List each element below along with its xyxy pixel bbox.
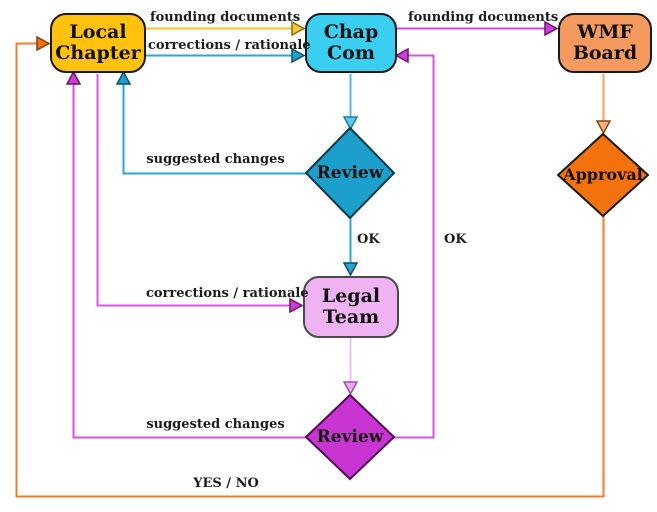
arrowhead-into-local-chapter-magenta <box>65 70 82 85</box>
node-local-chapter: Local Chapter <box>50 13 146 73</box>
node-legal-team-label-line2: Team <box>322 306 380 328</box>
node-legal-team-label-line1: Legal <box>321 284 381 307</box>
node-local-chapter-label-line2: Chapter <box>55 42 141 64</box>
node-wmf-board-label-line1: WMF <box>577 20 633 43</box>
arrowhead-into-local-chapter-teal <box>115 70 132 85</box>
arrowhead-into-local-chapter-orange <box>36 35 51 52</box>
node-legal-team: Legal Team <box>303 276 399 338</box>
edge-label-founding-documents-2: founding documents <box>408 10 559 25</box>
node-review-chapcom-label: Review <box>316 163 384 183</box>
edge-label-corrections-rationale-2: corrections / rationale <box>146 286 309 301</box>
edge-label-founding-documents-1: founding documents <box>150 10 301 25</box>
edge-review2-ok-to-chapcom <box>394 54 435 439</box>
arrowhead-into-legal-team-top <box>342 262 359 277</box>
node-approval-label: Approval <box>563 165 643 184</box>
edge-label-suggested-changes-1: suggested changes <box>146 152 285 167</box>
node-chap-com-label-line2: Com <box>327 42 375 64</box>
edge-review-suggested-changes <box>122 84 306 175</box>
edge-label-ok-1: OK <box>357 232 380 247</box>
node-review-chapcom-diamond <box>304 126 396 220</box>
node-approval-diamond <box>556 132 650 218</box>
arrowhead-into-review1 <box>342 116 359 131</box>
node-chap-com: Chap Com <box>305 13 397 73</box>
node-review-legal-diamond <box>304 393 396 481</box>
arrowhead-into-legal-team-left <box>289 297 304 314</box>
edge-label-ok-2: OK <box>444 232 467 247</box>
node-local-chapter-label-line1: Local <box>69 20 127 43</box>
arrowhead-into-approval <box>595 120 612 135</box>
node-wmf-board: WMF Board <box>558 13 652 73</box>
arrowhead-into-wmf <box>544 20 559 37</box>
node-chap-com-label-line1: Chap <box>323 20 379 43</box>
edge-label-yes-no: YES / NO <box>193 476 259 491</box>
edge-corrections-rationale-to-legal <box>96 74 290 307</box>
edge-label-suggested-changes-2: suggested changes <box>146 417 285 432</box>
edge-approval-yes-no <box>15 42 605 498</box>
edge-label-corrections-rationale-1: corrections / rationale <box>148 38 311 53</box>
arrowhead-into-chapcom-top <box>291 20 306 37</box>
arrowhead-into-chapcom-right <box>394 47 409 64</box>
edge-review2-suggested-changes <box>72 84 306 439</box>
arrowhead-into-chapcom-bottom <box>291 47 306 64</box>
node-wmf-board-label-line2: Board <box>572 42 638 64</box>
node-review-legal-label: Review <box>316 427 384 447</box>
arrowhead-into-review2 <box>342 381 359 396</box>
